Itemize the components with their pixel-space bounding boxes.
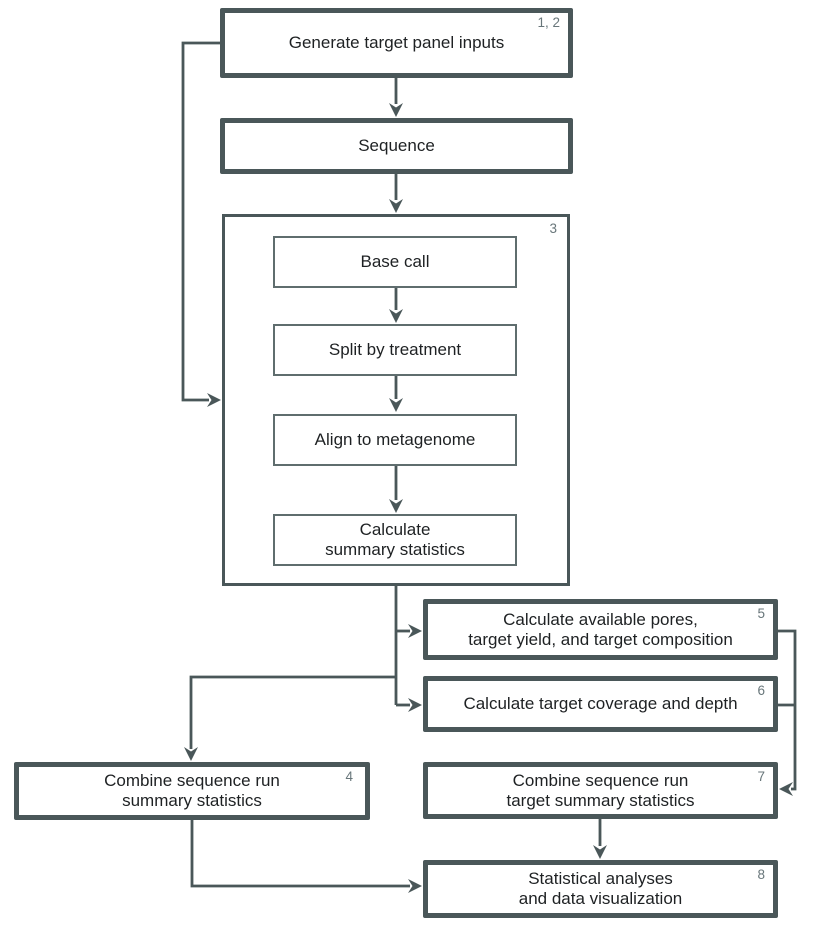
node-label: Combine sequence run: [104, 771, 280, 790]
node-label: Combine sequence run: [512, 770, 689, 790]
ref-number: 1, 2: [537, 15, 560, 30]
node-label: target yield, and target composition: [468, 629, 733, 649]
node-label: Align to metagenome: [314, 430, 476, 449]
arrow-combine-target-to-statistical: [593, 819, 607, 859]
node-split-by-treatment: Split by treatment: [273, 324, 517, 376]
ref-number: 7: [757, 769, 765, 784]
node-label: and data visualization: [518, 889, 683, 908]
arrow-trunk-to-coverage: [396, 698, 422, 712]
ref-number: 5: [757, 606, 765, 621]
node-label: summary statistics: [122, 791, 262, 810]
node-sequence: Sequence: [220, 118, 573, 174]
node-calculate-summary-statistics: Calculate summary statistics: [273, 514, 517, 566]
node-label: target summary statistics: [506, 790, 695, 810]
ref-number: 6: [757, 683, 765, 698]
node-combine-sequence-run-summary: 4 Combine sequence run summary statistic…: [14, 762, 370, 820]
node-base-call: Base call: [273, 236, 517, 288]
node-label: summary statistics: [325, 540, 465, 559]
node-label: Split by treatment: [328, 340, 462, 359]
arrow-generate-to-sequence: [389, 78, 403, 117]
node-generate-target-panel-inputs: 1, 2 Generate target panel inputs: [220, 8, 573, 78]
ref-number: 8: [757, 867, 765, 882]
ref-number: 3: [549, 221, 557, 236]
arrow-trunk-to-pores: [396, 624, 422, 638]
arrow-trunk-to-combine-summary: [184, 675, 396, 761]
node-label: Calculate target coverage and depth: [463, 694, 738, 713]
node-label: Base call: [360, 252, 430, 271]
node-align-to-metagenome: Align to metagenome: [273, 414, 517, 466]
node-label: Generate target panel inputs: [288, 33, 505, 52]
node-label: Calculate available pores,: [503, 609, 698, 629]
ref-number: 4: [345, 769, 353, 784]
node-combine-sequence-run-target: 7 Combine sequence run target summary st…: [423, 762, 778, 819]
node-label: Calculate: [359, 520, 431, 539]
node-pipeline-container: 3: [222, 214, 570, 586]
node-statistical-analyses: 8 Statistical analyses and data visualiz…: [423, 860, 778, 918]
node-label: Statistical analyses: [528, 869, 673, 888]
arrow-sequence-to-pipeline: [389, 174, 403, 213]
arrow-split-to-align: [389, 376, 403, 412]
arrow-basecall-to-split: [389, 288, 403, 323]
node-calculate-target-coverage: 6 Calculate target coverage and depth: [423, 676, 778, 732]
arrow-combine-summary-to-statistical: [190, 820, 422, 893]
arrow-loop-to-combine-target: [778, 629, 797, 796]
arrow-align-to-calcsummary: [389, 466, 403, 513]
arrow-feedback-generate-to-pipeline: [181, 41, 221, 407]
node-label: Sequence: [358, 136, 435, 155]
node-calculate-available-pores: 5 Calculate available pores, target yiel…: [423, 599, 778, 660]
